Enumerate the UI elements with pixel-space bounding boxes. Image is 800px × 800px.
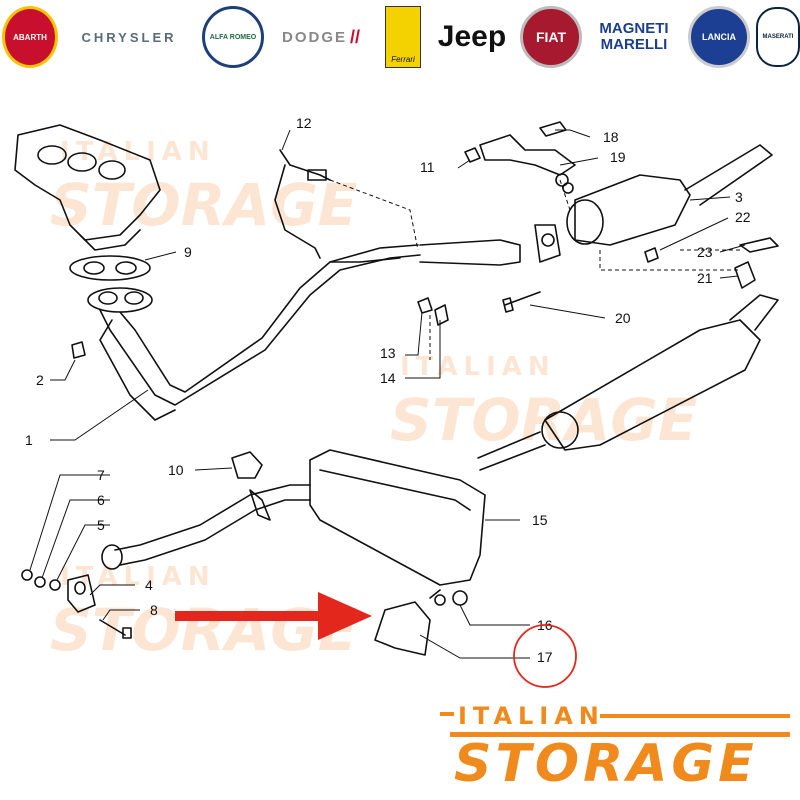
svg-text:ITALIAN: ITALIAN	[400, 352, 556, 382]
bolt-part-20	[502, 291, 541, 313]
callout-17: 17	[537, 649, 553, 665]
bolt-part-8	[99, 619, 132, 639]
bolt-part-18	[539, 121, 567, 137]
washer-part-6	[34, 576, 46, 588]
downpipe-part-1	[87, 239, 521, 421]
callout-4: 4	[145, 577, 153, 593]
callout-7: 7	[97, 467, 105, 483]
callout-22: 22	[735, 209, 751, 225]
callout-13: 13	[380, 345, 396, 361]
callout-18: 18	[603, 129, 619, 145]
dashed-guide-lines	[329, 179, 740, 360]
dodge-logo: DODGE //	[281, 26, 361, 47]
callout-14: 14	[380, 370, 396, 386]
fiat-logo: FIAT	[520, 6, 582, 68]
leader-lines	[29, 129, 746, 659]
nut-part-11	[464, 147, 481, 163]
red-arrow-icon	[175, 592, 372, 640]
watermark-bottom-left: ITALIAN STORAGE	[50, 562, 357, 664]
oxygen-sensor-part-12	[274, 149, 331, 259]
callout-23: 23	[697, 244, 713, 260]
exhaust-manifold	[14, 124, 161, 251]
maserati-logo: MASERATI	[756, 6, 800, 68]
center-muffler-part-15	[309, 449, 486, 586]
nut-part-2	[71, 341, 86, 359]
nut-part-22	[644, 247, 659, 263]
intermediate-pipe	[477, 431, 546, 471]
callout-labels: 1 2 3 4 5 6 7 8 9 10 11 12 13 14 15 16 1…	[25, 115, 751, 665]
ring-part-16	[434, 590, 468, 606]
chrysler-logo: CHRYSLER	[81, 29, 177, 45]
hanger-bracket-part-17	[374, 589, 441, 656]
rubber-mount-part-21	[734, 261, 756, 289]
svg-text:ITALIAN: ITALIAN	[60, 562, 216, 592]
bracket-part-19	[479, 134, 576, 194]
svg-text:STORAGE: STORAGE	[50, 596, 357, 664]
callout-8: 8	[150, 602, 158, 618]
callout-10: 10	[168, 462, 184, 478]
brand-logo-strip: ABARTH CHRYSLER ALFA ROMEO DODGE // Ferr…	[0, 0, 800, 78]
callout-21: 21	[697, 270, 713, 286]
nut-part-13	[417, 297, 433, 314]
tail-pipe	[101, 484, 311, 570]
dodge-stripes-icon: //	[350, 26, 361, 47]
watermark-top: ITALIAN STORAGE	[50, 137, 357, 239]
gasket-part-9	[69, 255, 151, 281]
callout-20: 20	[615, 310, 631, 326]
svg-text:STORAGE: STORAGE	[50, 171, 357, 239]
italian-storage-logo: ITALIAN STORAGE	[440, 700, 790, 795]
washer-part-5	[49, 579, 61, 591]
callout-6: 6	[97, 492, 105, 508]
magneti-marelli-logo: MAGNETI MARELLI	[599, 20, 669, 53]
svg-text:STORAGE: STORAGE	[390, 386, 697, 454]
callout-15: 15	[532, 512, 548, 528]
lancia-logo: LANCIA	[688, 6, 750, 68]
pipe-flange	[534, 224, 561, 263]
callout-5: 5	[97, 517, 105, 533]
callout-1: 1	[25, 432, 33, 448]
alfa-romeo-logo: ALFA ROMEO	[202, 6, 264, 68]
callout-9: 9	[184, 244, 192, 260]
clamp-part-14	[434, 304, 449, 326]
highlight-circle	[513, 624, 577, 688]
svg-text:ITALIAN: ITALIAN	[60, 137, 216, 167]
watermark-middle: ITALIAN STORAGE	[390, 352, 697, 454]
callout-2: 2	[36, 372, 44, 388]
callout-3: 3	[735, 189, 743, 205]
rubber-mount-part-10	[231, 451, 263, 479]
rear-muffler	[541, 294, 779, 451]
jeep-logo: Jeep	[437, 20, 507, 53]
ferrari-logo: Ferrari	[384, 6, 422, 68]
callout-19: 19	[610, 149, 626, 165]
abarth-logo: ABARTH	[2, 6, 58, 68]
bracket-part-23	[739, 237, 779, 253]
nut-part-7	[21, 569, 33, 581]
gasket-part-4	[67, 574, 96, 613]
callout-12: 12	[296, 115, 312, 131]
catalytic-converter-part-3	[566, 144, 773, 246]
callout-11: 11	[420, 159, 435, 175]
